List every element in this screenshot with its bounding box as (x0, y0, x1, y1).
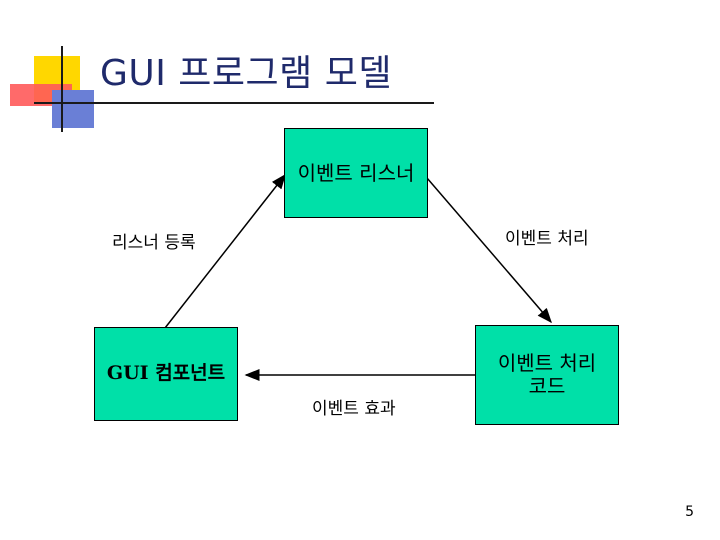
page-number: 5 (685, 504, 694, 520)
node-gui-component: GUI 컴포넌트 (94, 327, 238, 421)
edge-label-effect: 이벤트 효과 (312, 394, 396, 419)
node-event-handler-code-label: 이벤트 처리 코드 (498, 352, 596, 398)
arrow-handle (427, 178, 551, 322)
node-event-listener-label: 이벤트 리스너 (298, 162, 415, 185)
node-event-handler-code: 이벤트 처리 코드 (475, 325, 619, 425)
node-gui-component-label: GUI 컴포넌트 (107, 363, 225, 385)
edge-label-register: 리스너 등록 (112, 228, 196, 253)
node-event-listener: 이벤트 리스너 (284, 128, 428, 218)
edge-label-handle: 이벤트 처리 (505, 224, 589, 249)
